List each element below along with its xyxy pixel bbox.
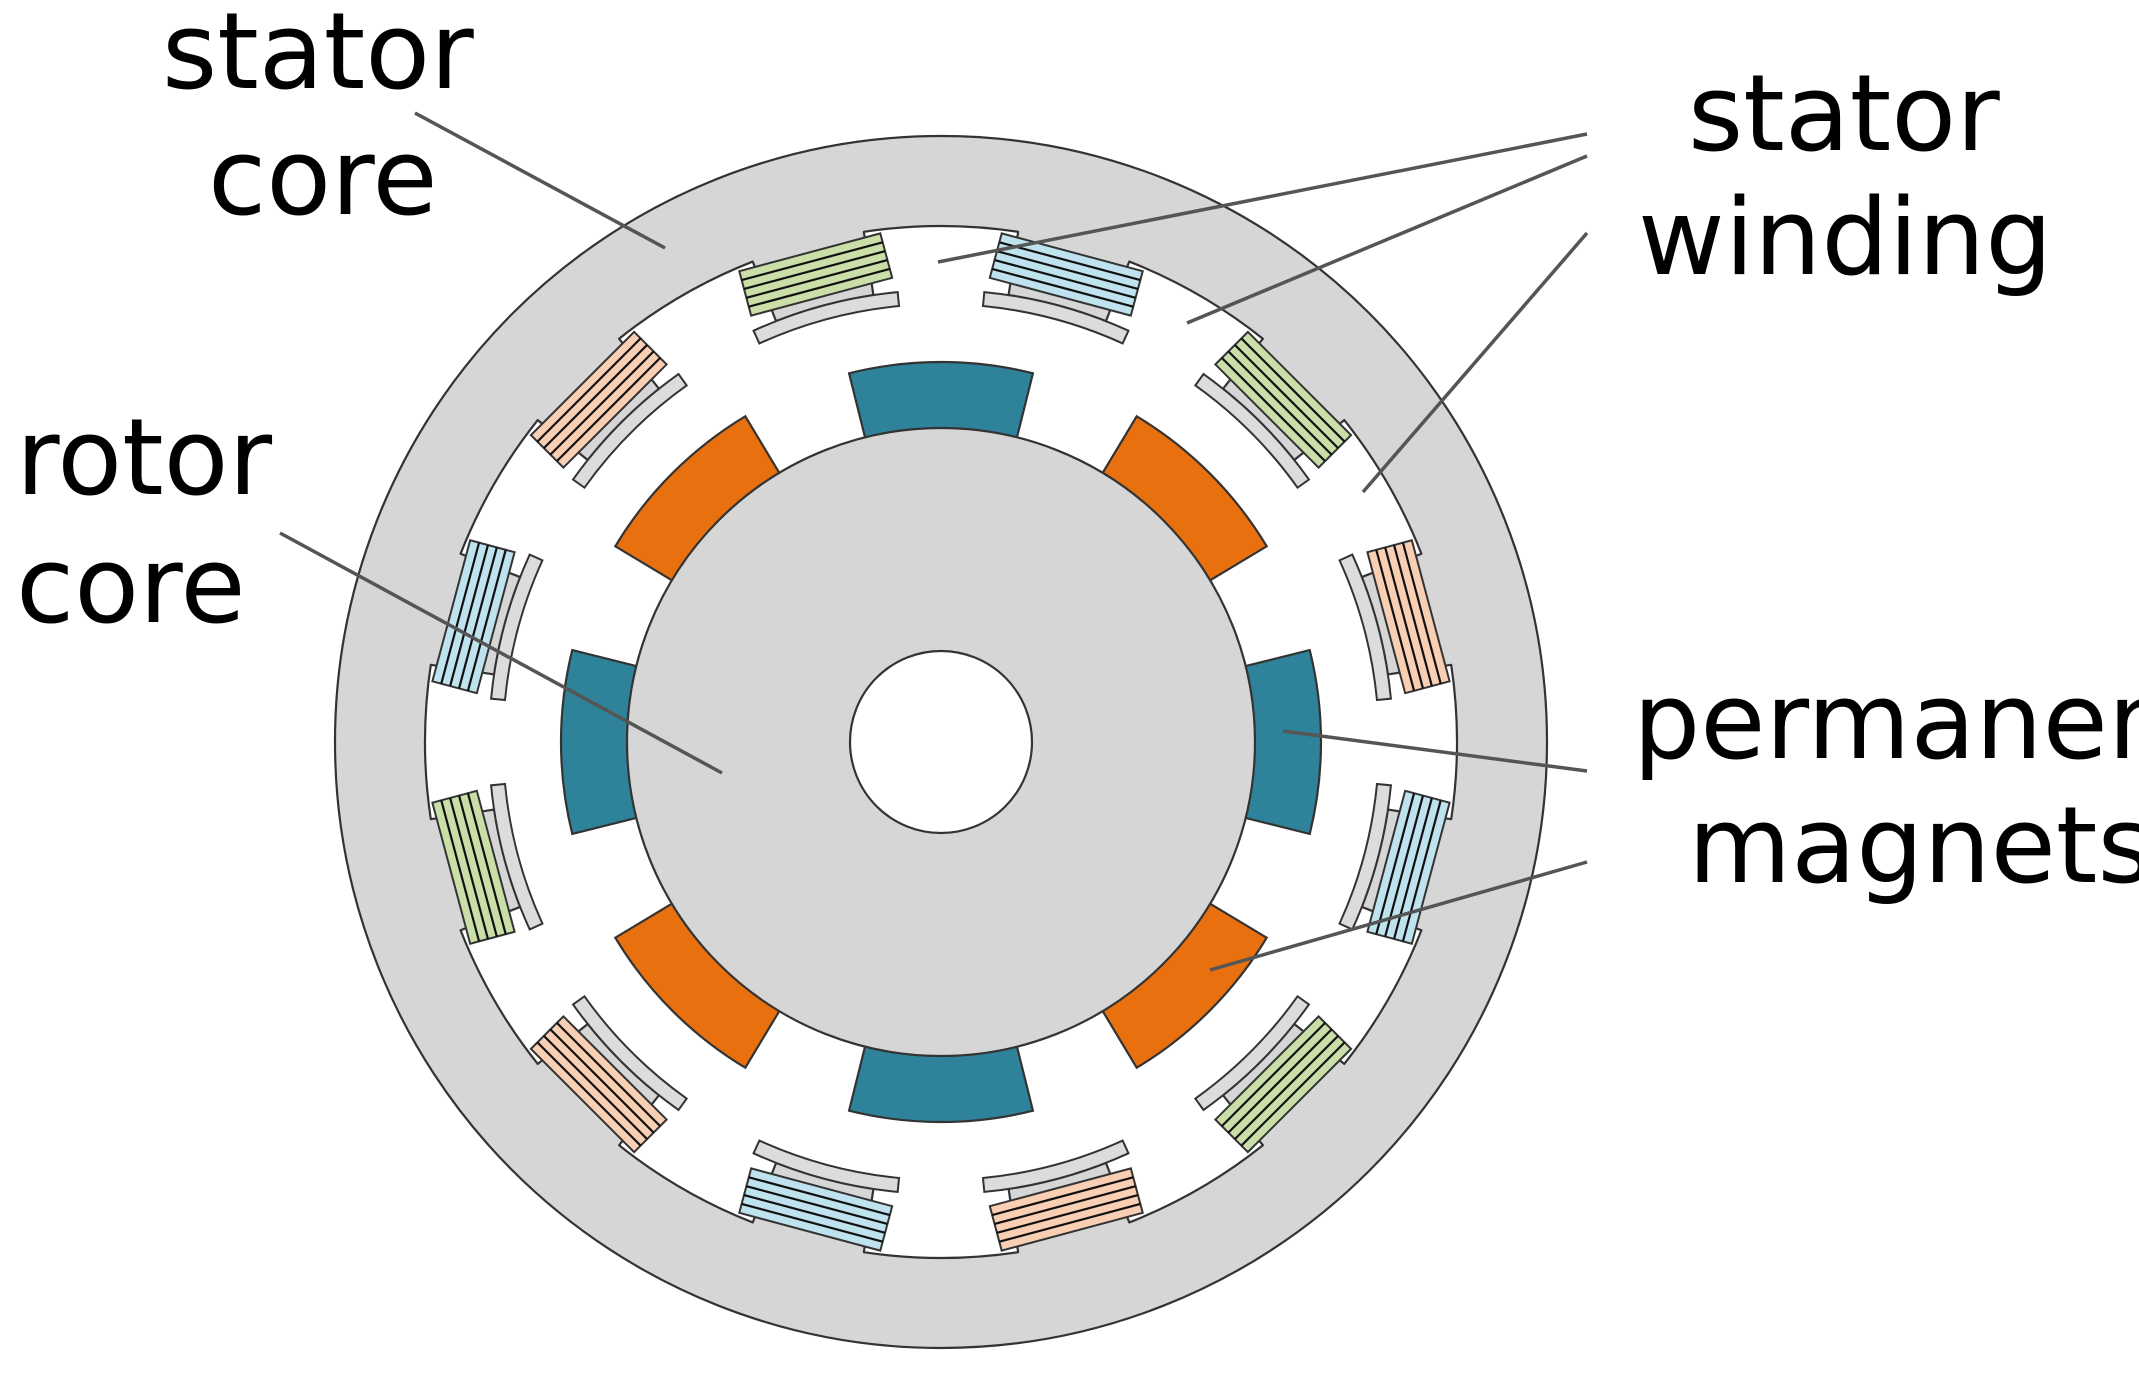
winding-conductor-line bbox=[1375, 549, 1416, 692]
winding-conductor-line bbox=[556, 1022, 661, 1127]
winding-conductor-line bbox=[466, 549, 507, 692]
stator-winding-blue bbox=[431, 539, 516, 695]
winding-conductor-line bbox=[440, 542, 481, 684]
winding-conductor-line bbox=[1227, 1028, 1333, 1134]
winding-conductor-line bbox=[556, 357, 661, 462]
winding-conductor-line bbox=[1240, 337, 1346, 443]
stator-tooth-tip bbox=[1193, 994, 1311, 1112]
leader-stator-winding-3 bbox=[1361, 231, 1589, 494]
winding-conductor-line bbox=[1384, 795, 1425, 937]
stator-winding-blue bbox=[1366, 789, 1451, 945]
stator-tooth-tip bbox=[1338, 782, 1393, 931]
winding-conductor-line bbox=[1392, 544, 1433, 687]
leader-stator-winding-2 bbox=[1186, 154, 1588, 325]
stator-tooth-tip bbox=[489, 782, 544, 931]
stator-tooth-tip bbox=[1338, 553, 1393, 702]
winding-conductor-line bbox=[1234, 1035, 1339, 1140]
winding-conductor-line bbox=[466, 792, 507, 935]
diagram-labels: stator core stator winding rotor core pe… bbox=[16, 0, 2139, 907]
winding-conductor-line bbox=[449, 544, 490, 687]
winding-conductor-line bbox=[449, 797, 490, 940]
label-rotor-core-line2: core bbox=[16, 524, 246, 647]
winding-conductor-line bbox=[543, 344, 648, 449]
stator-winding-blue bbox=[738, 1167, 894, 1252]
stator-winding-green bbox=[1213, 330, 1353, 470]
winding-conductor-line bbox=[1240, 1041, 1346, 1147]
label-stator-winding-line1: stator bbox=[1688, 52, 2000, 175]
label-stator-winding-line2: winding bbox=[1638, 176, 2053, 299]
winding-conductor-line bbox=[996, 250, 1139, 291]
leader-stator-core bbox=[414, 111, 666, 250]
stator-tooth-tip bbox=[752, 290, 901, 345]
winding-conductor-line bbox=[746, 1185, 888, 1226]
stator-winding-peach bbox=[529, 1014, 669, 1154]
label-permanent-magnets-line2: magnets bbox=[1688, 784, 2139, 907]
leader-rotor-core bbox=[279, 531, 723, 775]
winding-conductor-line bbox=[1234, 344, 1339, 449]
stator-tooth-tip bbox=[571, 994, 689, 1112]
stator-winding-green bbox=[1213, 1014, 1353, 1154]
stator-tooth-tip bbox=[489, 553, 544, 702]
winding-conductor-line bbox=[746, 258, 888, 299]
winding-conductor-line bbox=[748, 267, 891, 308]
motor-cross-section bbox=[333, 134, 1549, 1350]
stator-winding-green bbox=[431, 789, 516, 945]
leader-stator-winding-1 bbox=[937, 132, 1588, 264]
label-permanent-magnets-line1: permanent bbox=[1633, 660, 2139, 783]
stator-winding-peach bbox=[1366, 539, 1451, 695]
permanent-magnet-orange bbox=[1091, 414, 1269, 592]
winding-conductor-line bbox=[999, 1202, 1141, 1243]
stator-tooth-tip bbox=[981, 290, 1130, 345]
label-stator-core-line2: core bbox=[208, 116, 438, 239]
winding-conductor-line bbox=[536, 337, 642, 443]
permanent-magnet-orange bbox=[613, 892, 791, 1070]
winding-conductor-line bbox=[457, 547, 498, 689]
winding-conductor-line bbox=[991, 1176, 1134, 1217]
label-stator-core-line1: stator bbox=[162, 0, 474, 113]
stator-winding-peach bbox=[529, 330, 669, 470]
winding-conductor-line bbox=[543, 1035, 648, 1140]
winding-conductor-line bbox=[440, 800, 481, 942]
leader-permanent-magnet-1 bbox=[1282, 729, 1588, 773]
winding-conductor-line bbox=[994, 258, 1136, 299]
winding-conductor-line bbox=[536, 1041, 642, 1147]
winding-conductor-line bbox=[549, 1028, 655, 1134]
shaft-hole bbox=[848, 649, 1034, 835]
stator-winding-blue bbox=[988, 232, 1144, 317]
permanent-magnet-orange bbox=[1091, 892, 1269, 1070]
stator-tooth-tip bbox=[981, 1139, 1130, 1194]
winding-conductor-line bbox=[1221, 1022, 1326, 1127]
winding-conductor-line bbox=[1375, 792, 1416, 935]
stator-tooth-tip bbox=[752, 1139, 901, 1194]
winding-conductor-line bbox=[743, 1193, 886, 1234]
winding-conductor-line bbox=[996, 1193, 1139, 1234]
permanent-magnet-orange bbox=[613, 414, 791, 592]
winding-conductor-line bbox=[1401, 542, 1442, 684]
winding-conductor-line bbox=[741, 241, 883, 282]
stator-tooth-tip bbox=[1193, 372, 1311, 490]
stator-tooth-tip bbox=[571, 372, 689, 490]
label-rotor-core-line1: rotor bbox=[16, 396, 273, 519]
leader-lines bbox=[279, 111, 1589, 972]
winding-conductor-line bbox=[457, 795, 498, 937]
winding-conductor-line bbox=[549, 350, 655, 456]
stator-winding-peach bbox=[988, 1167, 1144, 1252]
winding-conductor-line bbox=[1401, 800, 1442, 942]
winding-conductor-line bbox=[994, 1185, 1136, 1226]
winding-conductor-line bbox=[1384, 547, 1425, 689]
leader-permanent-magnet-2 bbox=[1209, 860, 1588, 972]
winding-conductor-line bbox=[991, 267, 1134, 308]
winding-conductor-line bbox=[741, 1202, 883, 1243]
winding-conductor-line bbox=[1221, 357, 1326, 462]
winding-conductor-line bbox=[743, 250, 886, 291]
winding-conductor-line bbox=[748, 1176, 891, 1217]
winding-conductor-line bbox=[999, 241, 1141, 282]
winding-conductor-line bbox=[1227, 350, 1333, 456]
stator-winding-green bbox=[738, 232, 894, 317]
